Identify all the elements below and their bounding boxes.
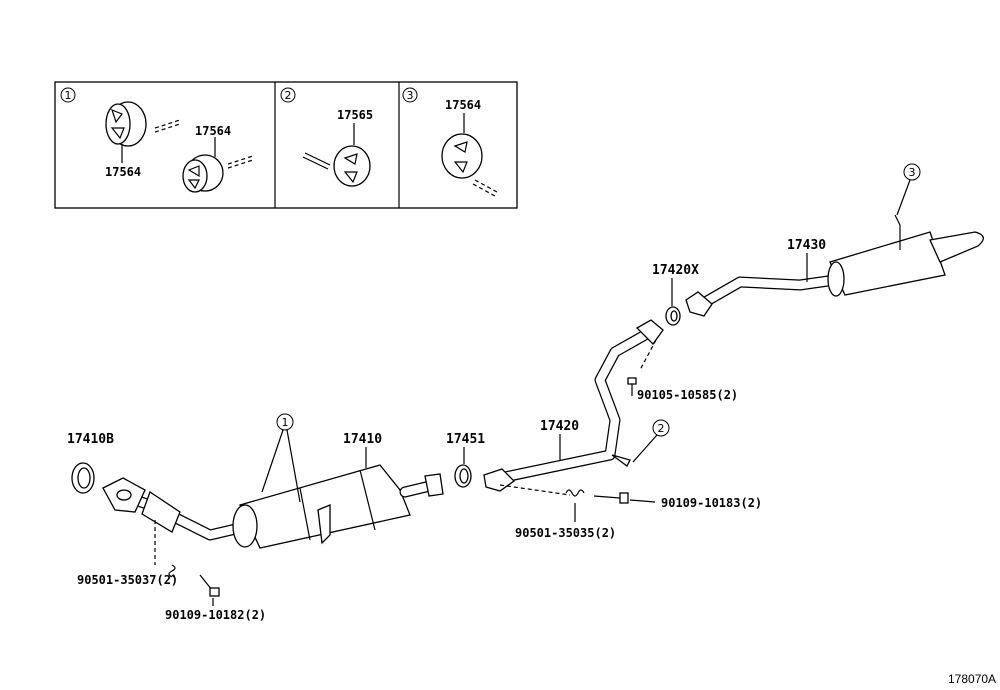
svg-text:17564: 17564 (195, 124, 231, 138)
label-17430: 17430 (787, 238, 826, 253)
label-17451: 17451 (446, 432, 485, 447)
callout-2 (652, 419, 670, 437)
rubber-hanger-icon (441, 133, 483, 179)
callout-3 (903, 163, 921, 181)
svg-text:1: 1 (65, 89, 72, 102)
svg-text:2: 2 (285, 89, 292, 102)
hanger-inset: 1 17564 17564 2 17565 3 17564 (54, 81, 518, 209)
svg-text:2: 2 (658, 422, 665, 435)
svg-text:17564: 17564 (445, 98, 481, 112)
svg-text:17564: 17564 (105, 165, 141, 179)
label-90109-10182: 90109-10182(2) (165, 608, 266, 622)
bolt-90105-10585 (627, 339, 657, 396)
label-90501-35037: 90501-35037(2) (77, 573, 178, 587)
tail-pipe-muffler-17430 (685, 214, 984, 317)
svg-text:3: 3 (407, 89, 414, 102)
gasket-17410B (71, 462, 95, 494)
label-17420: 17420 (540, 419, 579, 434)
label-17410B: 17410B (67, 432, 114, 447)
svg-text:3: 3 (909, 166, 916, 179)
front-pipe-converter-17410 (102, 464, 444, 549)
gasket-17451 (454, 464, 472, 488)
gasket-17420X (665, 306, 681, 326)
inset-panel-3: 3 17564 (402, 87, 498, 197)
spring-bolt-center (499, 484, 656, 522)
label-90105-10585: 90105-10585(2) (637, 388, 738, 402)
center-pipe-17420 (483, 319, 664, 492)
label-90501-35035: 90501-35035(2) (515, 526, 616, 540)
svg-text:17565: 17565 (337, 108, 373, 122)
rubber-hanger-icon (182, 154, 224, 193)
inset-panel-2: 2 17565 (280, 87, 373, 187)
label-17410: 17410 (343, 432, 382, 447)
rubber-hanger-icon (105, 101, 147, 147)
rubber-hanger-icon (333, 145, 371, 187)
callout-1 (276, 413, 294, 431)
diagram-id: 178070A (948, 672, 996, 686)
spring-bolt-front (154, 520, 220, 606)
svg-text:1: 1 (282, 416, 289, 429)
label-17420X: 17420X (652, 263, 699, 278)
inset-panel-1: 1 17564 17564 (60, 87, 254, 193)
label-90109-10183: 90109-10183(2) (661, 496, 762, 510)
